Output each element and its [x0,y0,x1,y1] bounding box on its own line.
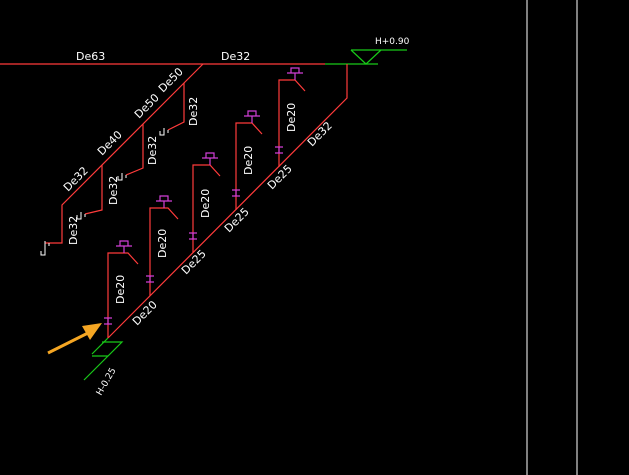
valve-5 [275,146,283,154]
elevation-label-bottom: H-0.25 [95,366,119,397]
label-left-b3: De32 [107,176,120,205]
tap-3 [76,212,86,220]
tap-1 [159,128,169,136]
valve-4 [232,189,240,197]
label-left-de32-a: De32 [61,164,91,194]
label-right-de25-a: De25 [265,162,295,192]
fixture-5 [287,67,303,80]
valve-1 [104,317,112,325]
left-sub-2 [125,124,144,176]
label-left-b1: De32 [187,97,200,126]
label-right-de32: De32 [305,119,335,149]
branch-5 [278,79,306,167]
elevation-label-top: H+0.90 [375,37,410,47]
fixture-2 [156,195,172,208]
branch-3 [192,164,221,253]
label-right-de20: De20 [130,298,160,328]
branch-4 [235,122,263,210]
tap-4 [40,241,50,256]
fixture-3 [202,152,218,165]
label-right-de25-b: De25 [222,205,252,235]
label-left-de40: De40 [95,128,125,158]
label-branch-1: De20 [114,275,127,304]
valve-2 [146,275,154,283]
elevation-marker-bottom [83,341,124,381]
tap-2 [117,173,127,181]
left-sub-1 [167,83,185,131]
fixture-1 [116,240,132,253]
label-left-b2: De32 [146,136,159,165]
label-left-de50-b: De50 [156,65,186,95]
branch-1 [107,252,139,338]
pointer-arrow [47,323,102,355]
right-riser-pipe [107,64,348,339]
label-branch-3: De20 [199,189,212,218]
branch-2 [149,207,179,296]
label-right-de25-c: De25 [179,247,209,277]
label-main-de63: De63 [76,50,105,63]
label-main-de32: De32 [221,50,250,63]
label-left-b4: De32 [67,216,80,245]
label-branch-2: De20 [156,229,169,258]
left-branch-pipe [45,63,204,244]
valve-3 [189,232,197,240]
label-branch-5: De20 [285,103,298,132]
left-sub-3 [84,165,103,215]
fixture-4 [244,110,260,123]
label-left-de50-a: De50 [132,91,162,121]
elevation-marker-top [350,49,407,65]
label-branch-4: De20 [242,146,255,175]
bottom-inlet-pipe [91,337,109,355]
